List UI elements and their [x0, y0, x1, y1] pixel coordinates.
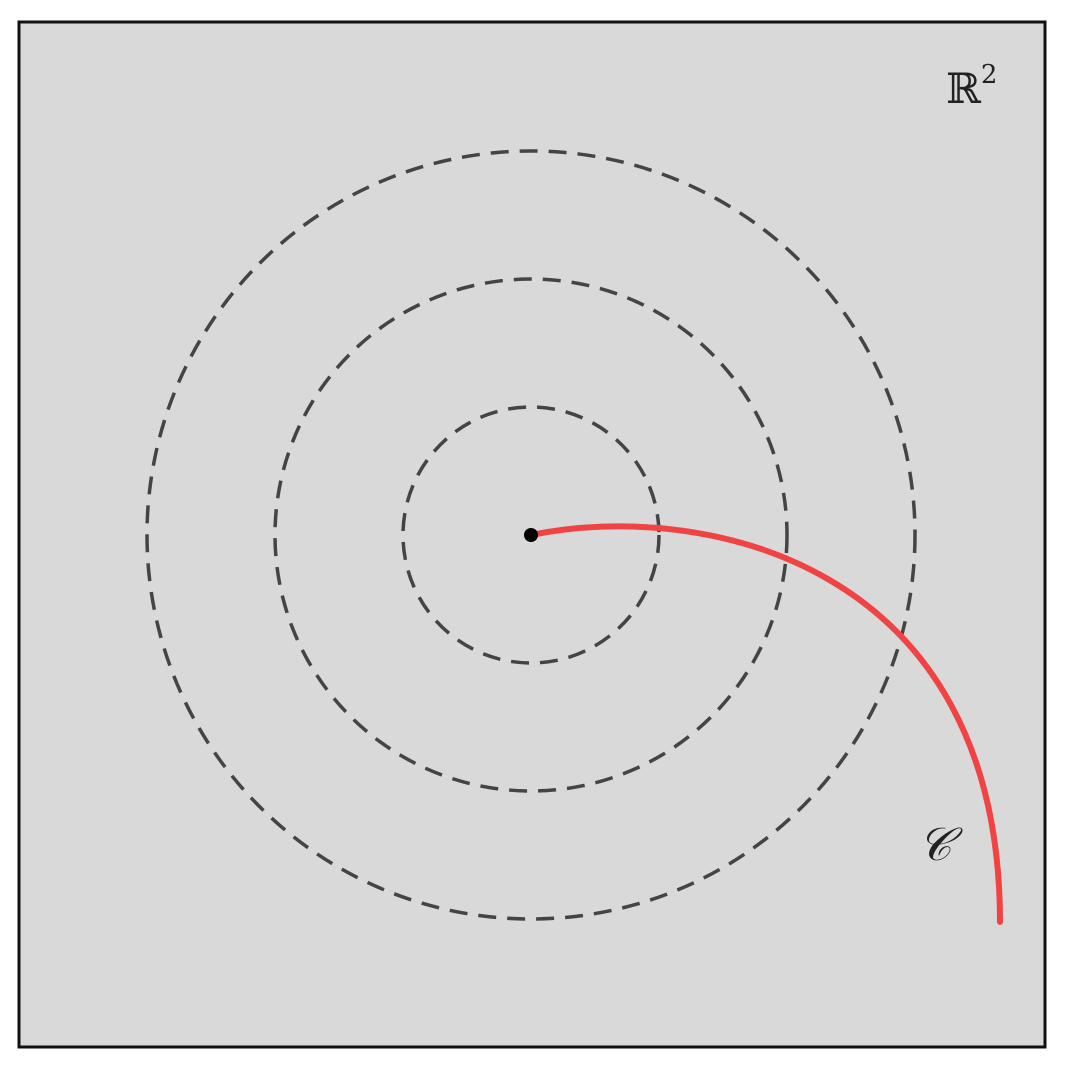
- curve-c: [528, 523, 1003, 925]
- space-label-exponent: 2: [981, 60, 998, 90]
- level-circle-inner: [401, 405, 661, 665]
- center-point: [524, 528, 538, 542]
- space-label: ℝ2: [946, 60, 997, 113]
- level-circle-outer: [145, 149, 917, 921]
- level-circle-middle: [273, 277, 789, 793]
- space-label-base: ℝ: [946, 64, 982, 113]
